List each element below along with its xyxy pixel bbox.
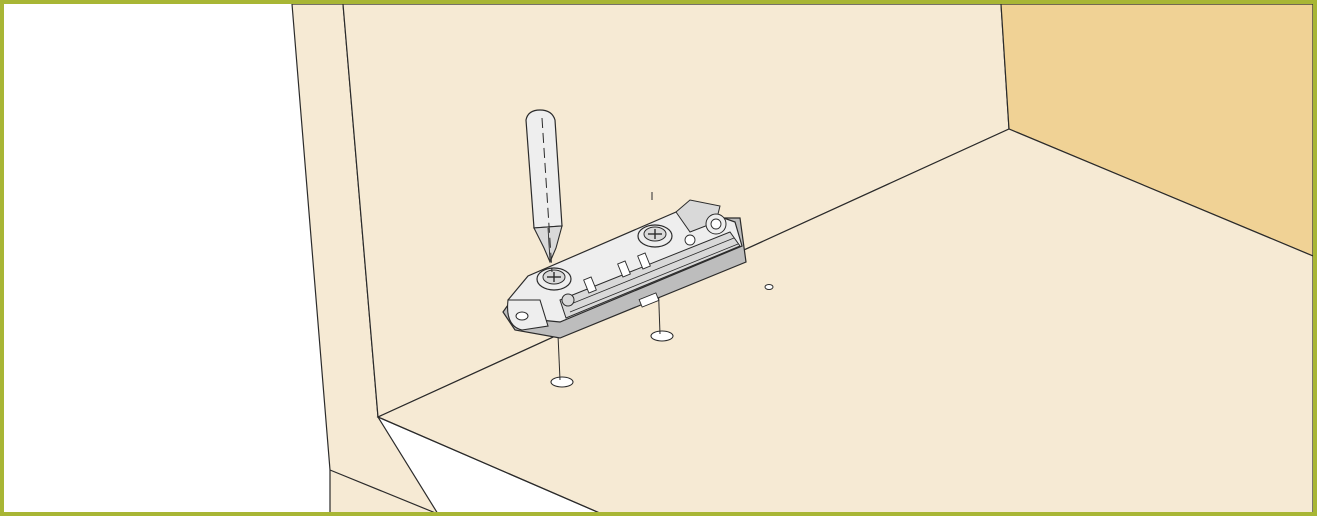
screwdriver-shaft <box>525 109 563 229</box>
plate-window-3 <box>637 252 651 270</box>
plate-window-1 <box>583 276 597 294</box>
screw-hole-front <box>550 376 574 388</box>
rail-groove-1 <box>565 237 735 307</box>
screw-hole-middle <box>650 330 674 342</box>
hinge-mounting-plate-icon <box>502 199 747 339</box>
plate-small-boss <box>684 234 696 246</box>
screwdriver-tip-edge <box>547 227 551 261</box>
plate-rear-round-inner <box>710 218 722 230</box>
floor-front-edge <box>377 416 603 515</box>
plate-bottom-notch <box>638 292 660 308</box>
screwdriver-tip <box>533 225 563 264</box>
screwdriver-icon <box>525 109 563 273</box>
plate-front-lug-slot <box>515 311 529 321</box>
pilot-hole-small <box>764 284 774 290</box>
rail-groove-2 <box>569 243 739 313</box>
screwdriver-axis <box>541 117 553 273</box>
screw-icon-front <box>536 267 572 291</box>
plate-window-2 <box>617 260 631 278</box>
plate-side-knob <box>561 293 575 307</box>
screw-icon-rear <box>637 224 673 248</box>
side-panel-bottom-edge <box>329 469 439 515</box>
